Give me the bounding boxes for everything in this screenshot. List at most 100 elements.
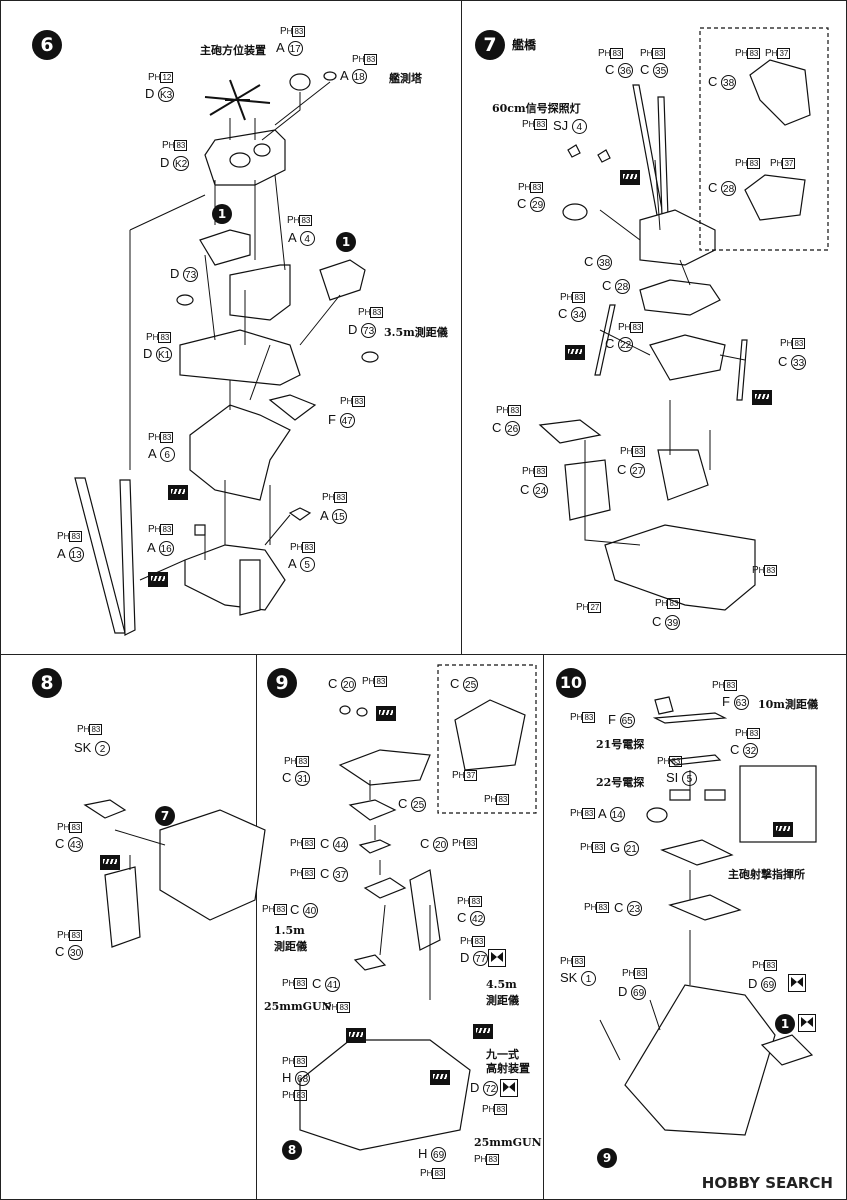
part-sj4: SJ 4 xyxy=(553,118,587,134)
gun-director-star xyxy=(204,79,271,121)
part-f63: F 63 xyxy=(722,694,749,710)
paint-icon xyxy=(565,345,585,360)
part-c26: C 26 xyxy=(492,420,521,436)
part-f65: F 65 xyxy=(608,712,635,728)
part-a5: A 5 xyxy=(288,556,315,572)
rangefinder-35-label: 3.5m測距儀 xyxy=(384,326,448,339)
gun-director-label: 主砲方位装置 xyxy=(200,44,266,57)
step-7-number: 7 xyxy=(475,30,505,60)
part-c30: C 30 xyxy=(55,944,84,960)
part-c20b: C 20 xyxy=(420,836,449,852)
ref-step-7-marker: 7 xyxy=(155,806,175,826)
tower-label: 艦測塔 xyxy=(389,72,422,85)
ref-step-8-marker: 8 xyxy=(282,1140,302,1160)
radar-22-label: 22号電探 xyxy=(596,776,645,789)
part-a13: A 13 xyxy=(57,546,84,562)
part-c37: C 37 xyxy=(320,866,349,882)
part-c23: C 23 xyxy=(614,900,643,916)
part-dk2: D K2 xyxy=(160,155,190,171)
part-dk1: D K1 xyxy=(143,346,173,362)
part-c43: C 43 xyxy=(55,836,84,852)
part-c24: C 24 xyxy=(520,482,549,498)
part-c36: C 36 xyxy=(605,62,634,78)
part-a14: A 14 xyxy=(598,806,625,822)
part-c28: C 28 xyxy=(602,278,631,294)
rangefinder-10m-label: 10m測距儀 xyxy=(758,698,818,711)
ref-step-1-marker: 1 xyxy=(212,204,232,224)
part-c42: C 42 xyxy=(457,910,486,926)
part-c20: C 20 xyxy=(328,676,357,692)
paint-icon xyxy=(376,706,396,721)
part-h68: H 68 xyxy=(282,1070,311,1086)
part-d69b: D 69 xyxy=(748,976,777,992)
bw-paint-icon xyxy=(500,1079,518,1097)
part-d72: D 72 xyxy=(470,1080,499,1096)
type91-label-b: 高射装置 xyxy=(486,1062,530,1075)
rangefinder-45-label: 4.5m xyxy=(486,978,517,991)
signal-lamp-label: 60cm信号探照灯 xyxy=(492,102,581,115)
part-c38-detail: C 38 xyxy=(708,74,737,90)
part-c32: C 32 xyxy=(730,742,759,758)
part-c28-detail: C 28 xyxy=(708,180,737,196)
part-c25: C 25 xyxy=(398,796,427,812)
part-d69: D 69 xyxy=(618,984,647,1000)
watermark: HOBBY SEARCH xyxy=(701,1174,833,1192)
part-si5: SI 5 xyxy=(666,770,697,786)
part-c41: C 41 xyxy=(312,976,341,992)
ref-step-1-marker: 1 xyxy=(775,1014,795,1034)
part-sk1: SK 1 xyxy=(560,970,596,986)
paint-icon xyxy=(752,390,772,405)
radar-21-label: 21号電探 xyxy=(596,738,645,751)
ref-step-1-marker-b: 1 xyxy=(336,232,356,252)
part-c25-detail: C 25 xyxy=(450,676,479,692)
paint-icon xyxy=(100,855,120,870)
part-c38: C 38 xyxy=(584,254,613,270)
paint-icon xyxy=(168,485,188,500)
part-d73b: D 73 xyxy=(348,322,377,338)
part-d77: D 77 xyxy=(460,950,489,966)
paint-icon xyxy=(620,170,640,185)
part-c40: C 40 xyxy=(290,902,319,918)
part-c29: C 29 xyxy=(517,196,546,212)
step-7-title: 艦橋 xyxy=(512,38,537,52)
part-a4: A 4 xyxy=(288,230,315,246)
